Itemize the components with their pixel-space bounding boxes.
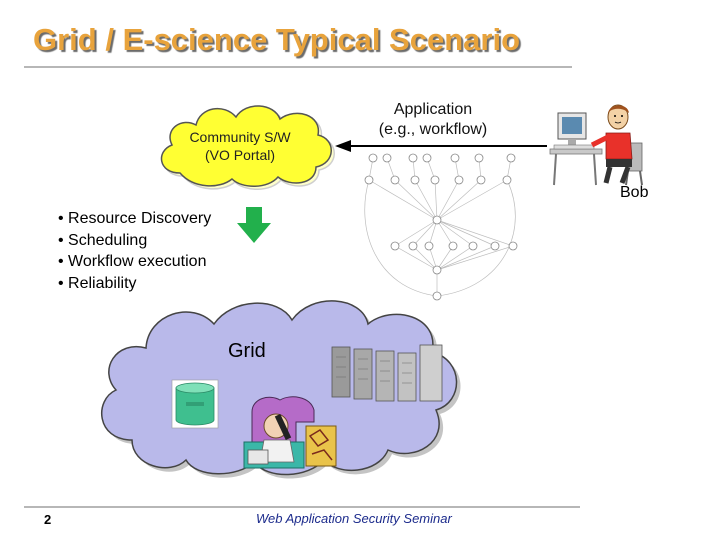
user-at-computer-icon <box>549 104 643 186</box>
request-arrow <box>335 140 547 152</box>
server-cluster-icon <box>331 344 443 402</box>
community-cloud-line1: Community S/W <box>189 129 291 145</box>
title-divider <box>24 66 572 68</box>
service-item: Reliability <box>58 273 211 295</box>
slide-title: Grid / E-science Typical Scenario <box>33 22 521 57</box>
down-arrow-icon <box>237 207 271 243</box>
database-icon <box>171 379 219 429</box>
service-item: Workflow execution <box>58 251 211 273</box>
footer-divider <box>24 506 580 508</box>
application-line1: Application <box>393 101 473 118</box>
page-number: 2 <box>44 512 52 527</box>
application-label: Application (e.g., workflow) <box>358 100 508 140</box>
community-cloud-label: Community S/W (VO Portal) <box>160 128 320 164</box>
service-item: Scheduling <box>58 230 211 252</box>
user-name-label: Bob <box>620 184 649 201</box>
community-cloud-line2: (VO Portal) <box>204 147 275 163</box>
grid-label: Grid <box>228 340 266 362</box>
service-item: Resource Discovery <box>58 208 211 230</box>
application-line2: (e.g., workflow) <box>378 121 488 138</box>
community-cloud <box>160 105 335 190</box>
scientist-icon <box>243 396 337 469</box>
footer-title: Web Application Security Seminar <box>256 511 452 526</box>
workflow-graph <box>364 153 518 301</box>
grid-cloud <box>101 300 461 479</box>
service-list: Resource Discovery Scheduling Workflow e… <box>58 208 211 294</box>
